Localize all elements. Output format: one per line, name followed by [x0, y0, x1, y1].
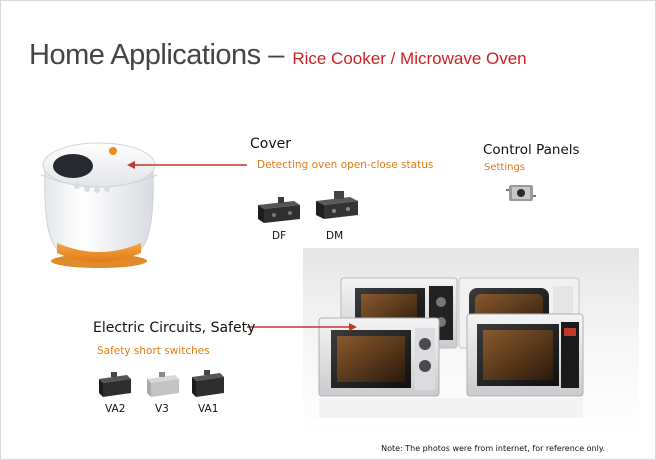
reference-note: Note: The photos were from internet, for…	[381, 444, 605, 453]
title-main: Home Applications –	[29, 39, 284, 71]
control-panels-description: Settings	[484, 162, 526, 173]
part-label-va1: VA1	[198, 403, 219, 415]
tactile-switch-image	[506, 185, 536, 201]
slide-title: Home Applications – Rice Cooker / Microw…	[29, 39, 527, 72]
va2-switch-image	[99, 372, 131, 397]
rice-cooker-image	[40, 142, 158, 268]
electric-pointer-arrow	[247, 323, 357, 331]
va1-switch-image	[192, 370, 224, 397]
part-label-dm: DM	[326, 230, 344, 242]
cover-description: Detecting oven open-close status	[257, 159, 434, 171]
part-label-df: DF	[272, 230, 287, 242]
cover-pointer-arrow	[127, 161, 247, 169]
control-panels-heading: Control Panels	[483, 142, 580, 158]
cover-heading: Cover	[250, 136, 291, 152]
electric-heading: Electric Circuits, Safety	[93, 320, 256, 336]
microwave-ovens-photo	[303, 248, 639, 436]
df-switch-image	[258, 197, 300, 223]
part-label-v3: V3	[155, 403, 169, 415]
electric-description: Safety short switches	[97, 345, 210, 357]
dm-switch-image	[316, 191, 358, 219]
part-label-va2: VA2	[105, 403, 126, 415]
v3-switch-image	[147, 372, 179, 397]
title-subtitle: Rice Cooker / Microwave Oven	[292, 49, 527, 68]
